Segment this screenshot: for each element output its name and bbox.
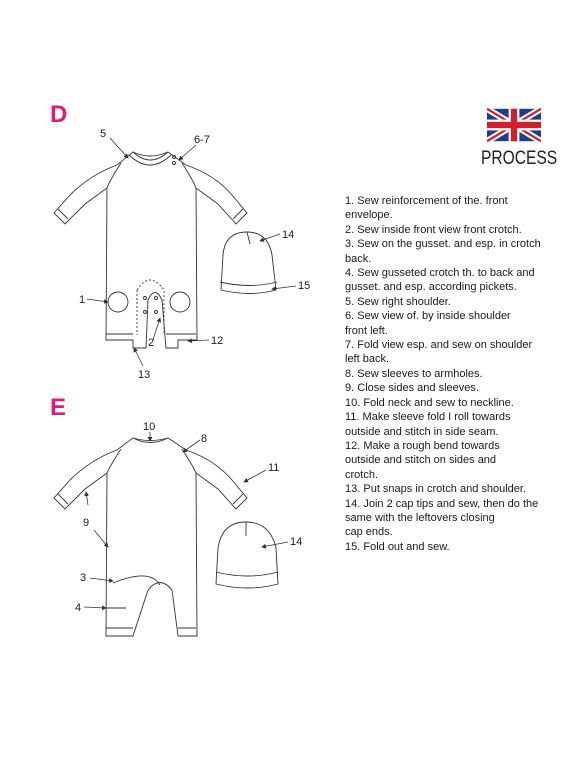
step-number: 5. [345,295,355,308]
step-number: 15. [345,540,361,553]
callout-e-14: 14 [290,536,302,548]
callout-e-3: 3 [80,572,86,584]
step-number: 7. [345,339,355,352]
step-number: 9. [345,382,355,395]
step-number: 2. [345,223,355,236]
step-item: 2. Sew inside front view front crotch. [345,223,565,237]
step-number: 4. [345,267,355,280]
romper-back-drawing [53,437,248,637]
step-item: 5. Sew right shoulder. [345,295,565,309]
step-text: Sew sleeves to armholes. [357,367,483,380]
callout-d-6-7: 6-7 [194,134,210,146]
step-text: Sew gusseted crotch th. to back and guss… [345,267,535,294]
step-text: Sew view of. by inside shoulder front le… [345,310,511,337]
step-item: 12. Make a rough bend towards outside an… [345,439,565,482]
step-item: 8. Sew sleeves to armholes. [345,367,565,381]
step-number: 11. [345,411,360,424]
callout-e-4: 4 [75,602,81,614]
step-number: 3. [345,238,355,251]
romper-front-drawing [53,151,248,349]
callout-e-10: 10 [143,421,155,433]
callout-lines-e [83,432,289,611]
step-text: Join 2 cap tips and sew, then do the sam… [345,497,539,539]
step-text: Fold view esp. and sew on shoulder left … [345,339,533,366]
callout-e-9: 9 [83,517,89,529]
step-number: 13. [345,483,361,496]
callout-d-12: 12 [211,335,223,347]
section-letter-d: D [50,101,68,128]
step-text: Sew right shoulder. [357,295,451,308]
step-item: 7. Fold view esp. and sew on shoulder le… [345,338,565,367]
step-text: Close sides and sleeves. [357,382,479,395]
callout-d-5: 5 [100,128,106,140]
process-steps-list: 1. Sew reinforcement of the. front envel… [345,194,565,554]
step-item: 9. Close sides and sleeves. [345,381,565,395]
callout-d-1: 1 [79,294,85,306]
step-item: 11. Make sleeve fold I roll towards outs… [345,410,565,439]
step-item: 4. Sew gusseted crotch th. to back and g… [345,266,565,295]
callout-d-14: 14 [282,229,294,241]
step-text: Fold neck and sew to neckline. [363,396,514,409]
step-text: Put snaps in crotch and shoulder. [363,483,527,496]
callout-e-11: 11 [268,462,279,474]
step-number: 10. [345,396,361,409]
step-number: 12. [345,439,361,452]
callout-d-13: 13 [138,369,150,381]
step-number: 14. [345,497,361,510]
process-title: PROCESS [481,148,558,169]
callout-lines-d [86,137,297,367]
step-item: 3. Sew on the gusset. and esp. in crotch… [345,237,565,266]
step-number: 1. [345,195,355,207]
step-item: 10. Fold neck and sew to neckline. [345,396,565,410]
step-text: Fold out and sew. [363,540,450,553]
step-item: 1. Sew reinforcement of the. front envel… [345,194,565,223]
step-text: Sew reinforcement of the. front envelope… [345,195,508,222]
cap-drawing-d [219,231,278,294]
callout-e-8: 8 [201,433,207,445]
step-number: 6. [345,310,355,323]
cap-drawing-e [215,521,279,589]
step-text: Sew on the gusset. and esp. in crotch ba… [345,238,541,265]
step-item: 15. Fold out and sew. [345,540,565,554]
section-letter-e: E [50,394,67,421]
uk-flag-icon [485,106,543,144]
step-number: 8. [345,367,355,380]
step-text: Sew inside front view front crotch. [357,223,522,236]
step-text: Make sleeve fold I roll towards outside … [345,411,511,438]
callout-d-2: 2 [148,337,154,349]
step-item: 14. Join 2 cap tips and sew, then do the… [345,497,565,540]
step-item: 13. Put snaps in crotch and shoulder. [345,482,565,496]
step-item: 6. Sew view of. by inside shoulder front… [345,309,565,338]
step-text: Make a rough bend towards outside and st… [345,439,500,481]
callout-d-15: 15 [298,280,310,292]
